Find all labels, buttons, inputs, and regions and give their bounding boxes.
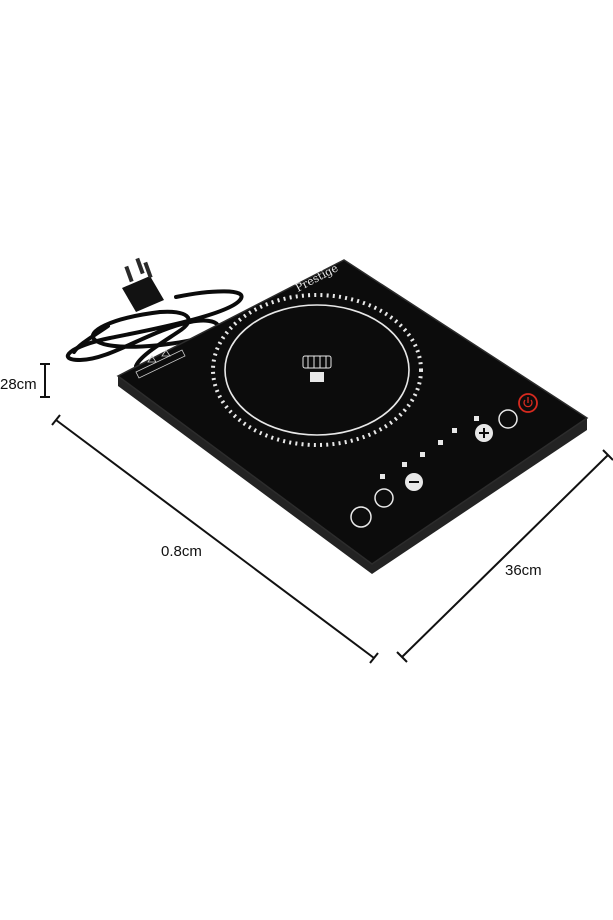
control-panel xyxy=(350,393,538,528)
width-dimension-label: 36cm xyxy=(505,562,542,579)
power-cord xyxy=(65,289,244,368)
power-icon xyxy=(523,399,533,408)
lock-button[interactable] xyxy=(350,506,372,528)
height-dimension-label: 28cm xyxy=(0,376,37,393)
warning-labels xyxy=(135,349,186,379)
function-button[interactable] xyxy=(498,409,518,429)
dimension-lines xyxy=(40,363,613,664)
cooking-zone xyxy=(211,293,423,447)
power-button[interactable] xyxy=(518,393,538,413)
coil-logo-icon xyxy=(302,355,332,369)
plug-icon xyxy=(122,257,164,312)
length-dimension-label: 0.8cm xyxy=(161,543,202,560)
ir-badge-icon xyxy=(310,372,324,382)
pot-button[interactable] xyxy=(374,488,394,508)
cooktop xyxy=(116,259,589,574)
